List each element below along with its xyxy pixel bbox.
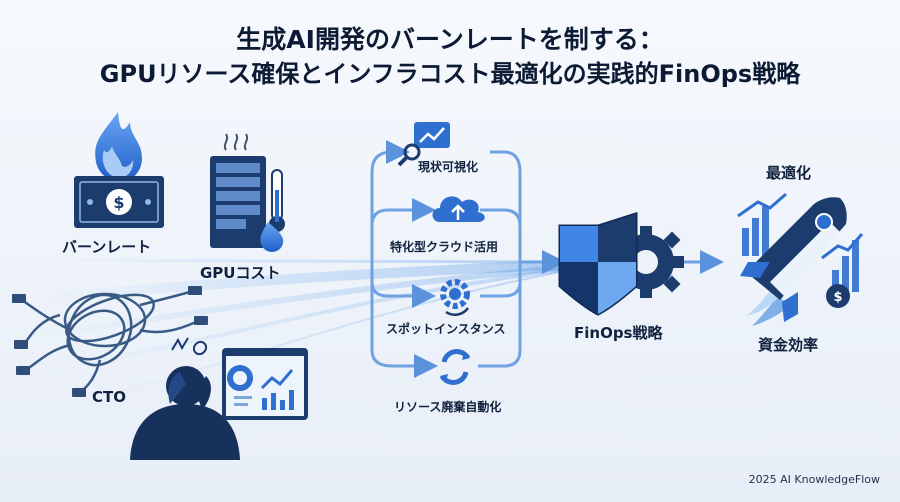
optimization-label: 最適化 <box>766 164 812 182</box>
burnrate-label: バーンレート <box>62 238 152 256</box>
capital-efficiency-label: 資金効率 <box>758 336 819 354</box>
branch-connectors <box>370 140 724 378</box>
finops-strategy-label: FinOps戦略 <box>574 324 663 342</box>
cto-silhouette-icon <box>130 337 240 460</box>
tangled-cables-icon <box>21 290 197 394</box>
gear-cycle-icon <box>440 279 470 316</box>
gpu-cost-label: GPUコスト <box>200 264 281 282</box>
shield-gear-icon <box>558 211 684 316</box>
cto-label: CTO <box>92 388 126 406</box>
svg-text:$: $ <box>113 193 124 212</box>
svg-text:$: $ <box>833 290 842 305</box>
branch-label-auto-decommission: リソース廃棄自動化 <box>394 400 502 414</box>
page-title-line1: 生成AI開発のバーンレートを制する： <box>236 25 664 54</box>
cable-plugs <box>12 286 208 397</box>
burnrate-icon: $ <box>74 112 164 228</box>
branch-label-spot-instance: スポットインスタンス <box>386 322 506 336</box>
refresh-icon <box>439 349 471 385</box>
rocket-icon: $ <box>737 192 864 326</box>
branch-label-visualization: 現状可視化 <box>418 160 479 174</box>
cloud-upload-icon <box>432 196 485 222</box>
branch-label-specialized-cloud: 特化型クラウド活用 <box>390 240 499 254</box>
page-title-line2: GPUリソース確保とインフラコスト最適化の実践的FinOps戦略 <box>99 60 801 88</box>
chart-magnifier-icon <box>397 122 450 167</box>
dashboard-panel <box>222 348 308 420</box>
footer-credit: 2025 AI KnowledgeFlow <box>748 473 880 486</box>
gpu-server-icon <box>210 133 285 252</box>
